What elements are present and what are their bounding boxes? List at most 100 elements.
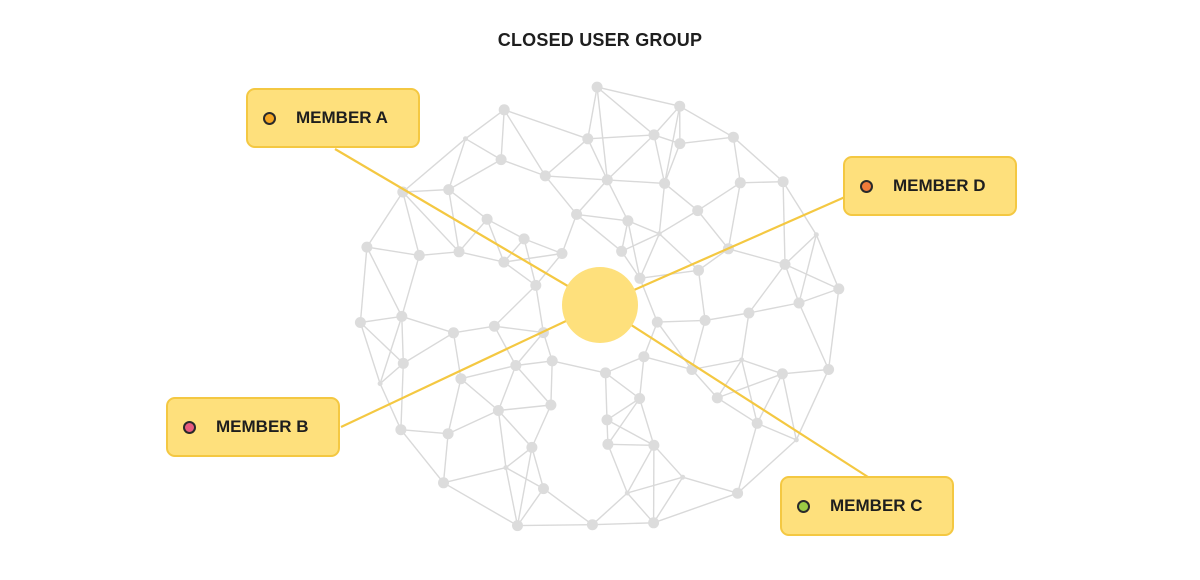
- member-c-box[interactable]: MEMBER C: [780, 476, 954, 536]
- network-link: [697, 210, 729, 250]
- network-link: [638, 398, 655, 446]
- network-link: [784, 234, 817, 265]
- network-link: [782, 181, 817, 236]
- member-a-box[interactable]: MEMBER A: [246, 88, 420, 148]
- network-node: [488, 320, 500, 332]
- network-node: [518, 233, 530, 245]
- network-link: [664, 182, 699, 212]
- network-node: [779, 258, 791, 270]
- network-link: [663, 106, 681, 184]
- member-b-label: MEMBER B: [216, 417, 309, 436]
- network-mesh: [354, 81, 845, 532]
- network-node: [616, 245, 628, 257]
- network-link: [587, 134, 655, 140]
- network-link: [531, 447, 545, 489]
- network-link: [535, 285, 545, 333]
- network-link: [505, 466, 544, 490]
- network-link: [531, 404, 552, 448]
- network-node: [659, 177, 671, 189]
- network-link: [798, 234, 817, 304]
- network-link: [756, 422, 797, 441]
- member-c-label: MEMBER C: [830, 496, 923, 515]
- network-link: [402, 191, 420, 256]
- network-link: [503, 252, 563, 263]
- network-node: [413, 249, 425, 261]
- network-link: [717, 373, 783, 399]
- network-link: [402, 332, 454, 364]
- network-link: [448, 138, 467, 190]
- network-link: [643, 321, 658, 357]
- network-node: [503, 465, 509, 471]
- network-link: [784, 264, 800, 304]
- network-node: [397, 357, 409, 369]
- network-node: [601, 174, 613, 186]
- network-link: [503, 109, 546, 177]
- network-node: [674, 138, 686, 150]
- network-link: [366, 246, 420, 257]
- network-link: [716, 359, 743, 399]
- network-link: [493, 325, 517, 366]
- network-link: [621, 233, 660, 252]
- network-link: [366, 191, 404, 248]
- network-link: [359, 321, 404, 364]
- network-node: [734, 177, 746, 189]
- network-link: [627, 220, 660, 235]
- network-link: [498, 404, 551, 412]
- member-b-box[interactable]: MEMBER B: [166, 397, 340, 457]
- network-node: [481, 213, 493, 225]
- network-link: [596, 86, 680, 107]
- network-link: [596, 86, 655, 136]
- network-link: [606, 134, 655, 181]
- network-link: [401, 255, 420, 317]
- network-link: [748, 302, 800, 314]
- diagram-title: CLOSED USER GROUP: [497, 30, 703, 50]
- network-node: [530, 279, 542, 291]
- network-node: [396, 310, 408, 322]
- network-link: [638, 356, 645, 399]
- network-link: [639, 233, 660, 279]
- network-node: [582, 133, 594, 145]
- network-link: [607, 444, 628, 494]
- member-c-connector: [599, 304, 869, 478]
- network-link: [443, 466, 507, 484]
- network-link: [443, 482, 518, 527]
- network-node: [526, 441, 538, 453]
- network-link: [493, 284, 537, 327]
- member-d-label: MEMBER D: [893, 176, 986, 195]
- network-link: [400, 429, 445, 484]
- network-link: [728, 248, 786, 266]
- network-link: [448, 189, 460, 252]
- network-link: [535, 253, 563, 286]
- network-node: [495, 154, 507, 166]
- member-d-box[interactable]: MEMBER D: [843, 156, 1017, 216]
- network-link: [626, 492, 655, 524]
- network-link: [795, 369, 830, 441]
- network-node: [793, 437, 799, 443]
- network-link: [379, 316, 403, 384]
- network-link: [515, 332, 544, 366]
- network-link: [500, 158, 546, 177]
- network-node: [453, 246, 465, 258]
- network-node: [648, 129, 660, 141]
- network-link: [515, 360, 553, 367]
- network-link: [653, 492, 738, 524]
- network-node: [634, 272, 646, 284]
- network-link: [827, 288, 840, 370]
- network-link: [653, 134, 666, 184]
- network-node: [739, 357, 745, 363]
- network-link: [815, 234, 840, 290]
- network-link: [653, 444, 684, 478]
- network-link: [679, 136, 734, 145]
- network-link: [402, 188, 449, 193]
- network-link: [503, 109, 589, 140]
- network-node: [711, 392, 723, 404]
- network-link: [605, 372, 641, 400]
- network-node: [395, 424, 407, 436]
- network-link: [607, 398, 641, 445]
- network-link: [516, 488, 545, 527]
- network-node: [448, 327, 459, 339]
- network-link: [697, 270, 706, 321]
- network-link: [587, 86, 598, 139]
- network-node: [586, 519, 598, 531]
- member-a-label: MEMBER A: [296, 108, 388, 127]
